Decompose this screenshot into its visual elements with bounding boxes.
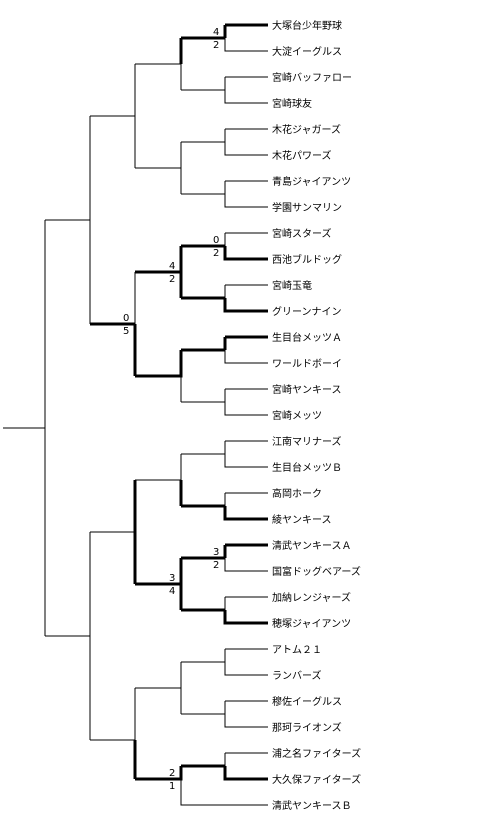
team-name: 清武ヤンキースＢ	[272, 799, 352, 812]
team-name: 木花ジャガーズ	[272, 123, 341, 136]
team-name: 宮崎球友	[272, 97, 312, 110]
team-name: 綾ヤンキース	[272, 513, 332, 526]
bracket-lines	[3, 23, 268, 806]
team-name: 那珂ライオンズ	[272, 721, 342, 734]
team-name: ランバーズ	[272, 669, 322, 682]
score-top: 4	[213, 27, 219, 38]
team-name: グリーンナイン	[272, 305, 342, 318]
score-top: 4	[169, 261, 175, 272]
team-name: 加納レンジャーズ	[272, 591, 351, 604]
score-labels: 4 2 0 2 4 2 0 5 3 2 3 4 2 1	[123, 27, 219, 792]
team-name: ワールドボーイ	[272, 358, 342, 370]
team-name: 江南マリナーズ	[272, 435, 342, 448]
team-name: 学園サンマリン	[272, 201, 342, 214]
team-name: 西池ブルドッグ	[272, 253, 342, 266]
team-name: 大淀イーグルス	[272, 45, 342, 58]
score-top: 0	[123, 313, 129, 324]
team-name: 宮崎玉竜	[272, 279, 312, 292]
score-bottom: 2	[213, 40, 219, 51]
team-name: 国富ドッグベアーズ	[272, 565, 361, 578]
score-bottom: 2	[169, 274, 175, 285]
score-bottom: 5	[123, 326, 129, 337]
team-name: 浦之名ファイターズ	[272, 747, 361, 760]
team-name: 木花パワーズ	[272, 149, 332, 162]
team-name: 清武ヤンキースＡ	[272, 539, 352, 552]
team-name: 宮崎バッファロー	[272, 71, 352, 84]
score-bottom: 2	[213, 248, 219, 259]
score-bottom: 4	[169, 586, 175, 597]
team-name: 青島ジャイアンツ	[272, 175, 351, 188]
score-top: 0	[213, 235, 219, 246]
score-bottom: 2	[213, 560, 219, 571]
score-top: 3	[169, 573, 175, 584]
team-name: 穆佐イーグルス	[272, 695, 342, 708]
score-top: 2	[169, 768, 175, 779]
team-name: 大塚台少年野球	[272, 19, 342, 32]
team-name: アトム２１	[272, 644, 322, 656]
team-name: 生目台メッツＢ	[272, 461, 342, 474]
team-name: 大久保ファイターズ	[272, 773, 361, 786]
team-list: 大塚台少年野球 大淀イーグルス 宮崎バッファロー 宮崎球友 木花ジャガーズ 木花…	[272, 19, 361, 812]
team-name: 宮崎ヤンキース	[272, 383, 342, 396]
team-name: 穂塚ジャイアンツ	[272, 617, 351, 630]
team-name: 宮崎メッツ	[272, 409, 322, 422]
team-name: 高岡ホーク	[272, 487, 322, 500]
team-name: 生目台メッツＡ	[272, 331, 342, 344]
score-bottom: 1	[169, 781, 175, 792]
score-top: 3	[213, 547, 219, 558]
team-name: 宮崎スターズ	[272, 227, 332, 240]
